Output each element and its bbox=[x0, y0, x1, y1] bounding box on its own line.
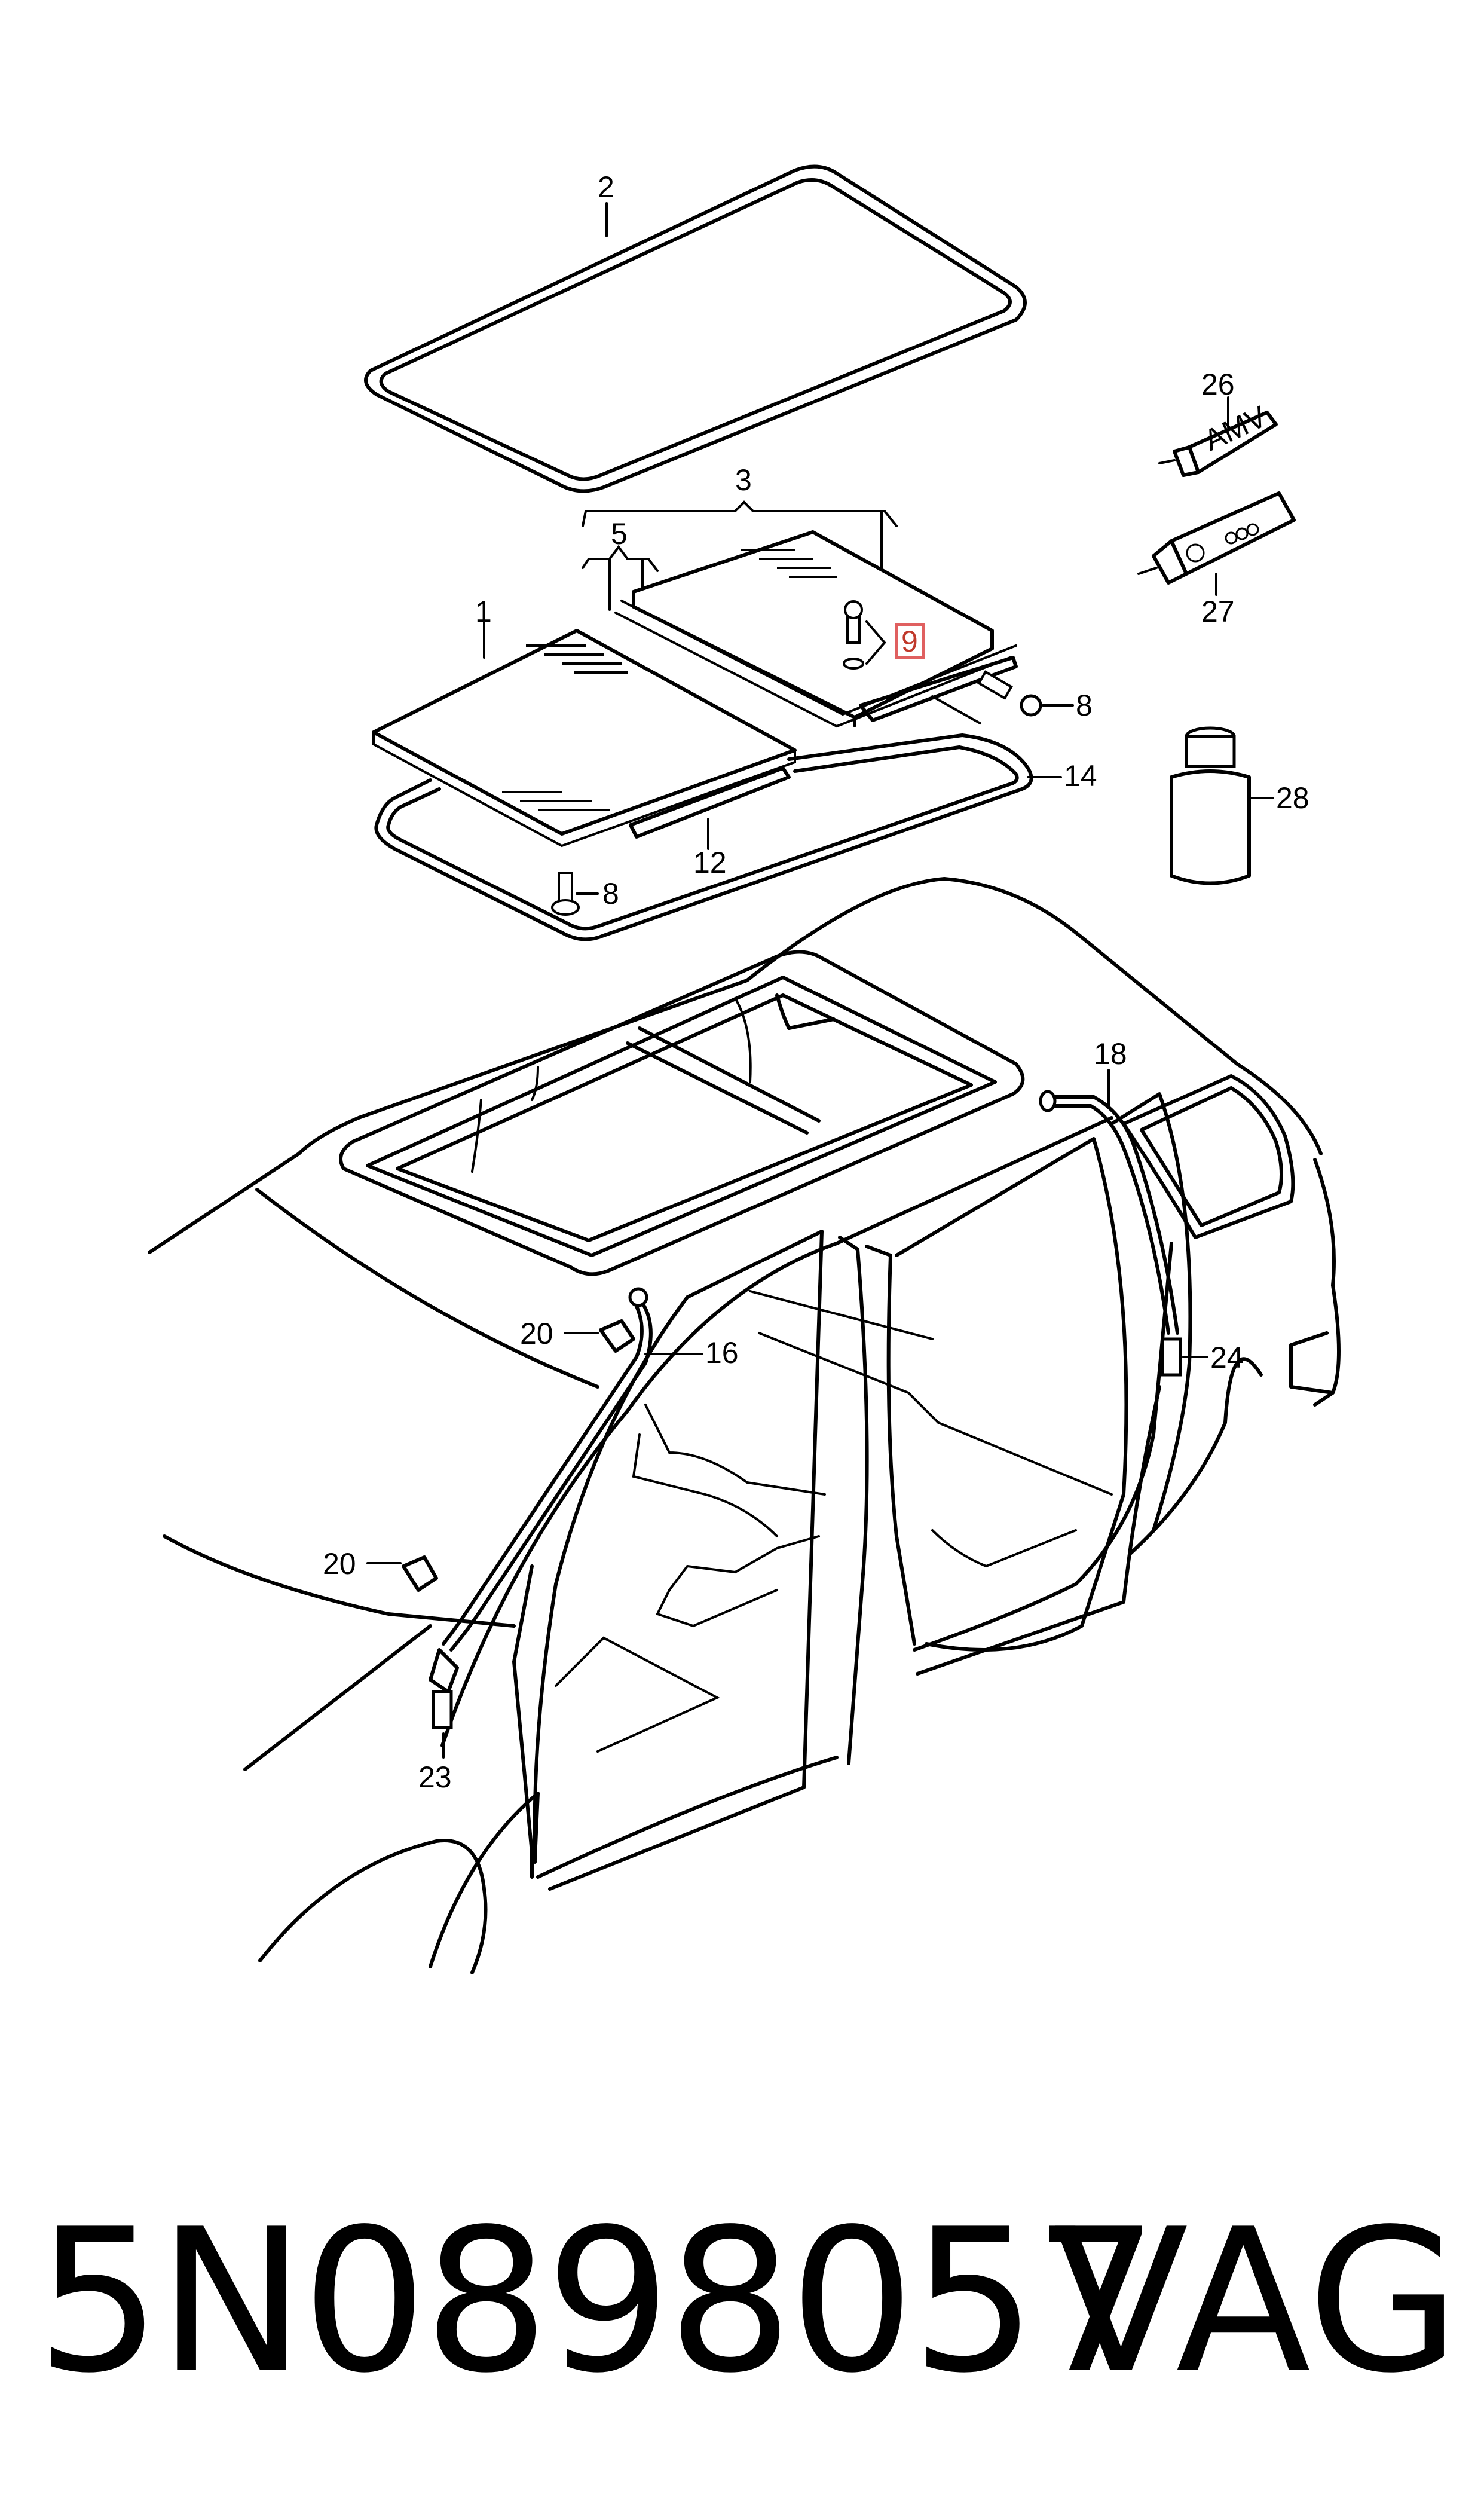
highlight-box-9 bbox=[895, 623, 925, 659]
callout-8-lower: 8 bbox=[602, 877, 619, 910]
glass-panel-rear bbox=[614, 530, 1017, 728]
callout-18: 18 bbox=[1094, 1037, 1127, 1071]
callout-23: 23 bbox=[418, 1760, 452, 1794]
callout-20-lower: 20 bbox=[323, 1547, 356, 1581]
callout-3: 3 bbox=[735, 463, 752, 497]
callout-9: 9 bbox=[901, 625, 918, 658]
tube-26: AMV bbox=[1158, 396, 1278, 477]
sunroof-parts-diagram: AMV bbox=[148, 164, 1341, 1974]
callout-5: 5 bbox=[611, 517, 628, 551]
drain-hose-front bbox=[429, 1287, 653, 1759]
glass-panel-front bbox=[372, 615, 797, 848]
callout-8-upper: 8 bbox=[1076, 689, 1093, 722]
clip-20-lower bbox=[366, 1555, 438, 1592]
car-body bbox=[148, 877, 1341, 1974]
callout-12: 12 bbox=[693, 846, 727, 879]
seal-frame-2 bbox=[364, 164, 1027, 493]
clip-20-upper bbox=[564, 1319, 635, 1353]
hinge-strip bbox=[859, 656, 1042, 724]
callout-2: 2 bbox=[598, 170, 614, 204]
callout-26: 26 bbox=[1201, 368, 1235, 401]
callout-1: 1 bbox=[475, 595, 492, 628]
callouts: 2 3 5 1 9 8 14 12 8 26 27 28 18 24 20 16… bbox=[323, 170, 1309, 1794]
footer: 5N0898057 VAG bbox=[0, 2176, 1484, 2427]
callout-14: 14 bbox=[1064, 759, 1097, 793]
tube-27 bbox=[1137, 491, 1296, 596]
part-number: 5N0898057 bbox=[36, 2187, 1159, 2416]
callout-20-upper: 20 bbox=[520, 1317, 553, 1350]
bottle-28 bbox=[1170, 726, 1274, 885]
deflector-strip-12 bbox=[629, 766, 791, 850]
callout-27: 27 bbox=[1201, 595, 1235, 628]
callout-28: 28 bbox=[1276, 781, 1309, 815]
drain-hose-rear bbox=[1039, 1069, 1208, 1377]
brand-label: VAG bbox=[1053, 2187, 1460, 2416]
screw-9 bbox=[843, 600, 925, 670]
callout-24: 24 bbox=[1210, 1341, 1244, 1374]
callout-16: 16 bbox=[705, 1336, 739, 1369]
screw-8-lower bbox=[551, 872, 599, 916]
bracket-3 bbox=[582, 500, 898, 578]
frame-seal-14 bbox=[374, 733, 1062, 941]
